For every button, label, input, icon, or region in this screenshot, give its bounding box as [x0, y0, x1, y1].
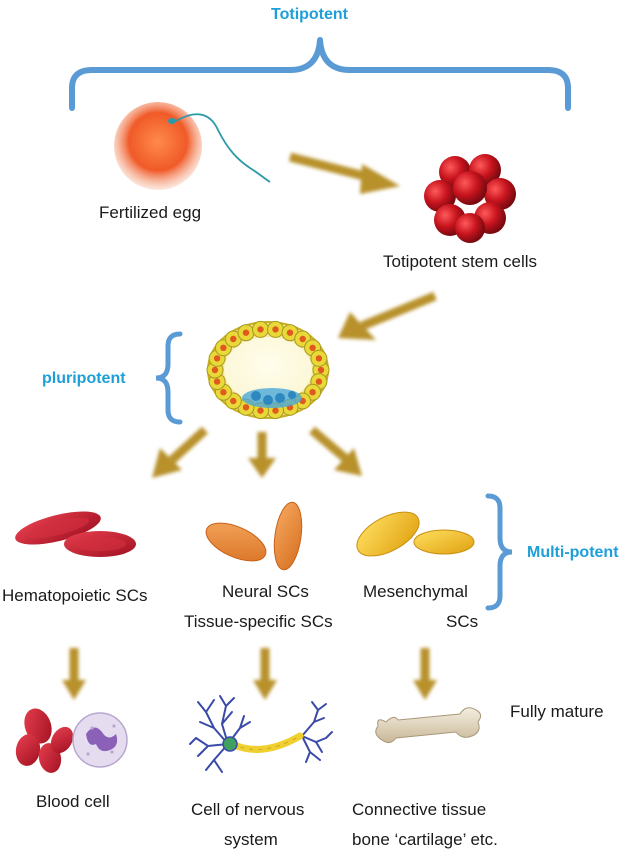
arrow-to-blood-cell [62, 648, 86, 700]
fully-mature-label: Fully mature [510, 702, 604, 721]
blastocyst-cell-nucleus [272, 326, 279, 333]
hematopoietic-label: Hematopoietic SCs [2, 586, 148, 605]
arrow-to-nervous-cell [253, 648, 277, 700]
arrow-egg-to-totipotent [288, 152, 400, 194]
blastocyst-cell-nucleus [242, 404, 250, 411]
totipotent-label: Totipotent [271, 6, 349, 23]
blastocyst-cell-nucleus [315, 355, 323, 362]
blastocyst-cell-nucleus [309, 389, 316, 396]
blastocyst-cell-nucleus [220, 344, 227, 351]
connective-label: Connective tissue [352, 800, 487, 819]
blastocyst-cell-nucleus [230, 397, 237, 405]
sperm-icon [168, 113, 271, 183]
blastocyst-cell-nucleus [315, 378, 323, 385]
arrow-to-mesenchymal [309, 426, 362, 476]
blastocyst-cell-nucleus [213, 378, 221, 385]
arrow-to-neural [248, 432, 276, 478]
arrow-to-hematopoietic [152, 426, 209, 478]
blastocyst-cell-nucleus [213, 355, 221, 362]
pluripotent-brace [155, 331, 183, 425]
nervous-cell-label-2: system [224, 830, 278, 849]
blastocyst-cell-nucleus [257, 407, 264, 414]
mesenchymal-cell-icon [356, 511, 475, 557]
mesenchymal-label-2: SCs [446, 612, 479, 631]
red-cell-icon [15, 511, 136, 557]
tissue-specific-label: Tissue-specific SCs [184, 612, 333, 631]
fertilized-egg-icon [114, 102, 202, 190]
multipotent-brace [485, 493, 513, 611]
neural-cell-icon [205, 501, 303, 571]
blood-cell-label: Blood cell [36, 792, 110, 811]
blastocyst-cell-nucleus [286, 329, 294, 336]
blastocyst-cell-nucleus [220, 389, 227, 396]
multipotent-label: Multi-potent [527, 544, 619, 561]
blastocyst-cell-nucleus [299, 335, 306, 343]
blastocyst-cell-nucleus [211, 366, 219, 374]
totipotent-stem-cells-label: Totipotent stem cells [383, 252, 538, 271]
neural-label: Neural SCs [222, 582, 309, 601]
nervous-cell-label: Cell of nervous [191, 800, 305, 819]
blastocyst-icon [206, 320, 330, 420]
bone-icon [375, 707, 482, 744]
blastocyst-cell-nucleus [272, 407, 279, 414]
blood-cell-icon [15, 708, 128, 773]
arrow-to-connective [413, 648, 437, 700]
blastocyst-cell-nucleus [317, 366, 325, 374]
arrow-totipotent-to-pluripotent [338, 291, 437, 340]
totipotent-brace [69, 37, 571, 111]
blastocyst-cell-nucleus [257, 326, 264, 333]
fertilized-egg-label: Fertilized egg [99, 203, 202, 222]
blastocyst-cell-nucleus [242, 329, 250, 336]
blastocyst-cell-nucleus [309, 344, 316, 351]
mesenchymal-label: Mesenchymal [363, 582, 468, 601]
totipotent-cluster-icon [424, 154, 516, 243]
blastocyst-cell-nucleus [230, 335, 237, 343]
neuron-icon [189, 695, 333, 773]
pluripotent-label: pluripotent [42, 370, 126, 387]
connective-label-2: bone ‘cartilage’ etc. [352, 830, 498, 849]
